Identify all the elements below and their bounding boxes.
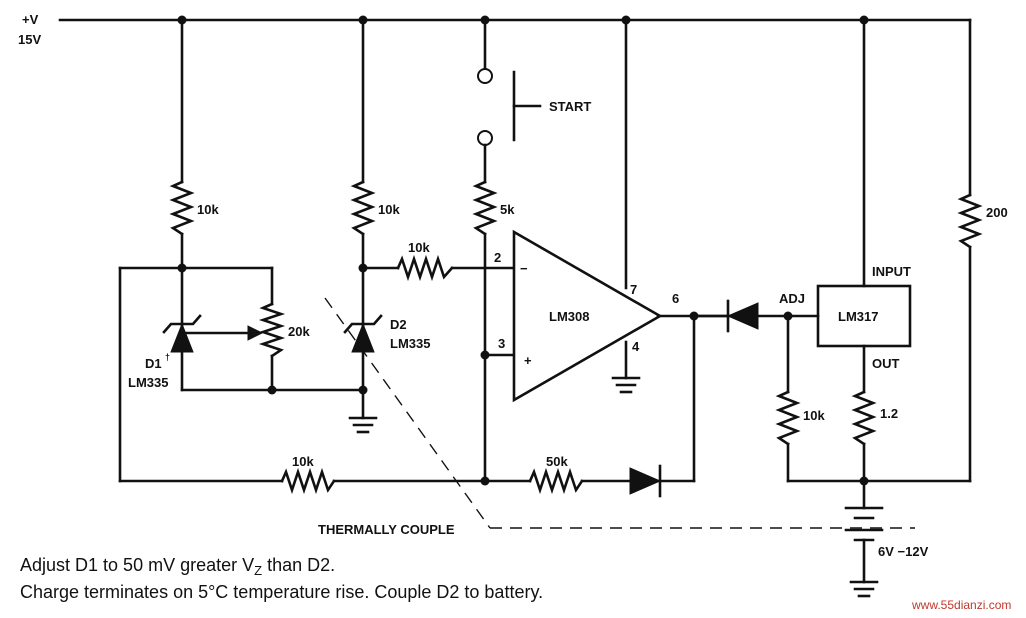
battery — [844, 479, 884, 598]
supply-label-v: +V — [22, 12, 39, 27]
diode-d1-name: D1 — [145, 356, 162, 371]
resistor-start-5k — [472, 180, 498, 236]
opamp-lm308 — [512, 229, 663, 403]
diode-d1-part: LM335 — [128, 375, 168, 390]
diode-d2-part: LM335 — [390, 336, 430, 351]
regulator-out-label: OUT — [872, 356, 900, 371]
thermal-coupling-label: THERMALLY COUPLE — [318, 522, 455, 537]
resistor-d2-top — [350, 180, 376, 236]
opamp-pin-inv: 2 — [494, 250, 501, 265]
potentiometer-20k — [258, 302, 286, 358]
resistor-d2-top-label: 10k — [378, 202, 400, 217]
regulator-lm317 — [816, 18, 912, 394]
resistor-out-label: 1.2 — [880, 406, 898, 421]
resistor-right-label: 200 — [986, 205, 1008, 220]
d1-branch-wiring — [118, 18, 365, 483]
opamp-pin-out: 6 — [672, 291, 679, 306]
start-button[interactable] — [512, 70, 542, 142]
thermal-coupling-line — [324, 297, 915, 529]
resistor-bottom-left-label: 10k — [292, 454, 314, 469]
resistor-to-inverting — [396, 254, 454, 282]
opamp-sign-plus: + — [524, 353, 532, 368]
switch-contact-bottom — [477, 130, 493, 146]
resistor-feedback-50k — [528, 467, 584, 495]
zener-diode-d1 — [162, 314, 202, 353]
resistor-start-label: 5k — [500, 202, 515, 217]
note-line-2: Charge terminates on 5°C temperature ris… — [20, 582, 543, 602]
start-switch-wiring — [477, 18, 493, 486]
note-line-1: Adjust D1 to 50 mV greater VZ than D2. — [20, 555, 335, 578]
switch-contact-top — [477, 68, 493, 84]
resistor-right-200 — [957, 193, 983, 249]
opamp-pin-vplus: 7 — [630, 282, 637, 297]
regulator-adj-label: ADJ — [779, 291, 805, 306]
opamp-wiring — [483, 18, 732, 483]
regulator-input-label: INPUT — [872, 264, 911, 279]
resistor-adj-10k — [775, 390, 801, 446]
resistor-adj-label: 10k — [803, 408, 825, 423]
ground-opamp — [611, 376, 641, 394]
opamp-pin-noninv: 3 — [498, 336, 505, 351]
regulator-name: LM317 — [838, 309, 878, 324]
start-switch-label: START — [549, 99, 591, 114]
resistor-out-1-2 — [851, 390, 877, 446]
opamp-pin-vminus: 4 — [632, 339, 640, 354]
battery-label: 6V −12V — [878, 544, 929, 559]
diode-d2-name: D2 — [390, 317, 407, 332]
resistor-to-inverting-label: 10k — [408, 240, 430, 255]
opamp-name: LM308 — [549, 309, 589, 324]
resistor-feedback-label: 50k — [546, 454, 568, 469]
resistor-d1-top — [169, 180, 195, 236]
resistor-d1-top-label: 10k — [197, 202, 219, 217]
ground-d2 — [348, 416, 378, 434]
supply-label-volts: 15V — [18, 32, 41, 47]
adj-branch-wiring — [786, 245, 972, 486]
opamp-sign-minus: − — [520, 261, 528, 276]
watermark: www.55dianzi.com — [911, 598, 1011, 612]
diode-d1-dagger: † — [165, 352, 170, 362]
potentiometer-label: 20k — [288, 324, 310, 339]
feedback-diode — [580, 464, 696, 498]
potentiometer-wiper-arrow — [184, 325, 264, 341]
resistor-bottom-left-10k — [280, 467, 336, 495]
